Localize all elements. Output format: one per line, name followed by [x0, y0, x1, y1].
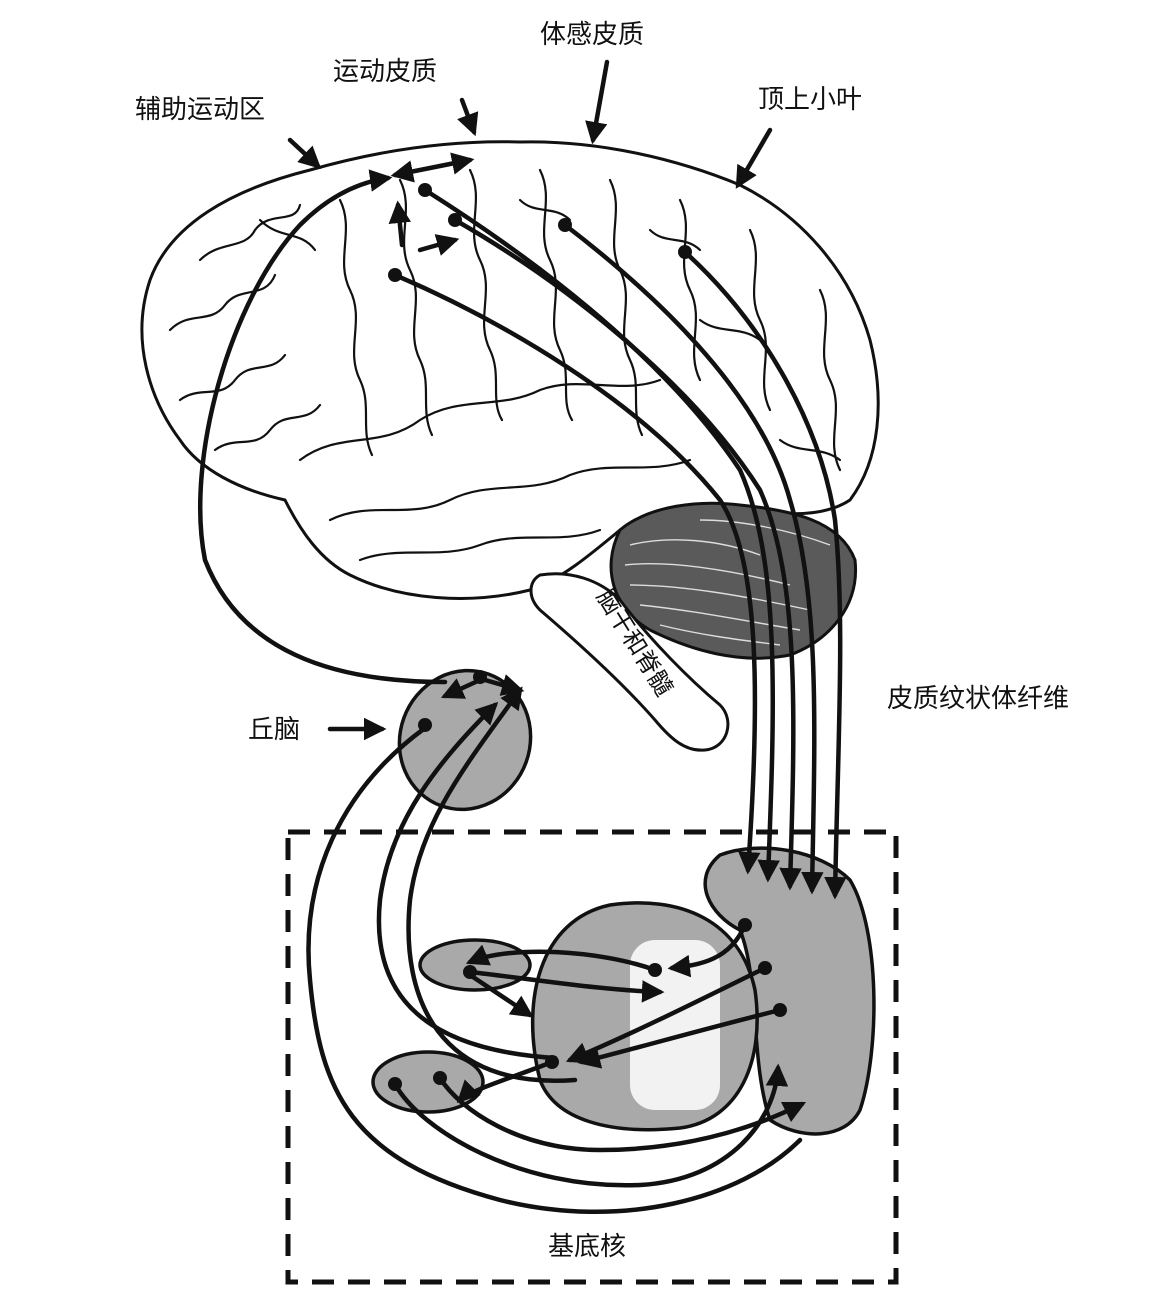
corticostriate-fiber-arrows [392, 187, 847, 900]
thalamus-to-sma-pathway [198, 169, 448, 685]
label-motor-cortex: 运动皮质 [333, 57, 437, 87]
label-basal-ganglia: 基底核 [548, 1232, 626, 1262]
subthalamic-nucleus [418, 938, 532, 992]
connection-nodes [388, 183, 787, 1091]
label-superior-parietal: 顶上小叶 [758, 85, 862, 115]
thalamus-internal-arrows [440, 674, 525, 699]
label-thalamus: 丘脑 [248, 715, 300, 745]
label-corticostriate-fibers: 皮质纹状体纤维 [887, 684, 1069, 714]
basal-ganglia-connections [306, 686, 807, 1215]
brainstem [529, 572, 730, 752]
label-supplementary-motor: 辅助运动区 [135, 95, 265, 125]
basal-ganglia-box [285, 829, 899, 1285]
cortical-local-arrows [388, 152, 475, 256]
label-somatosensory-cortex: 体感皮质 [540, 20, 644, 50]
cerebellum-folia [624, 519, 831, 646]
label-pointer-arrows [287, 59, 773, 741]
